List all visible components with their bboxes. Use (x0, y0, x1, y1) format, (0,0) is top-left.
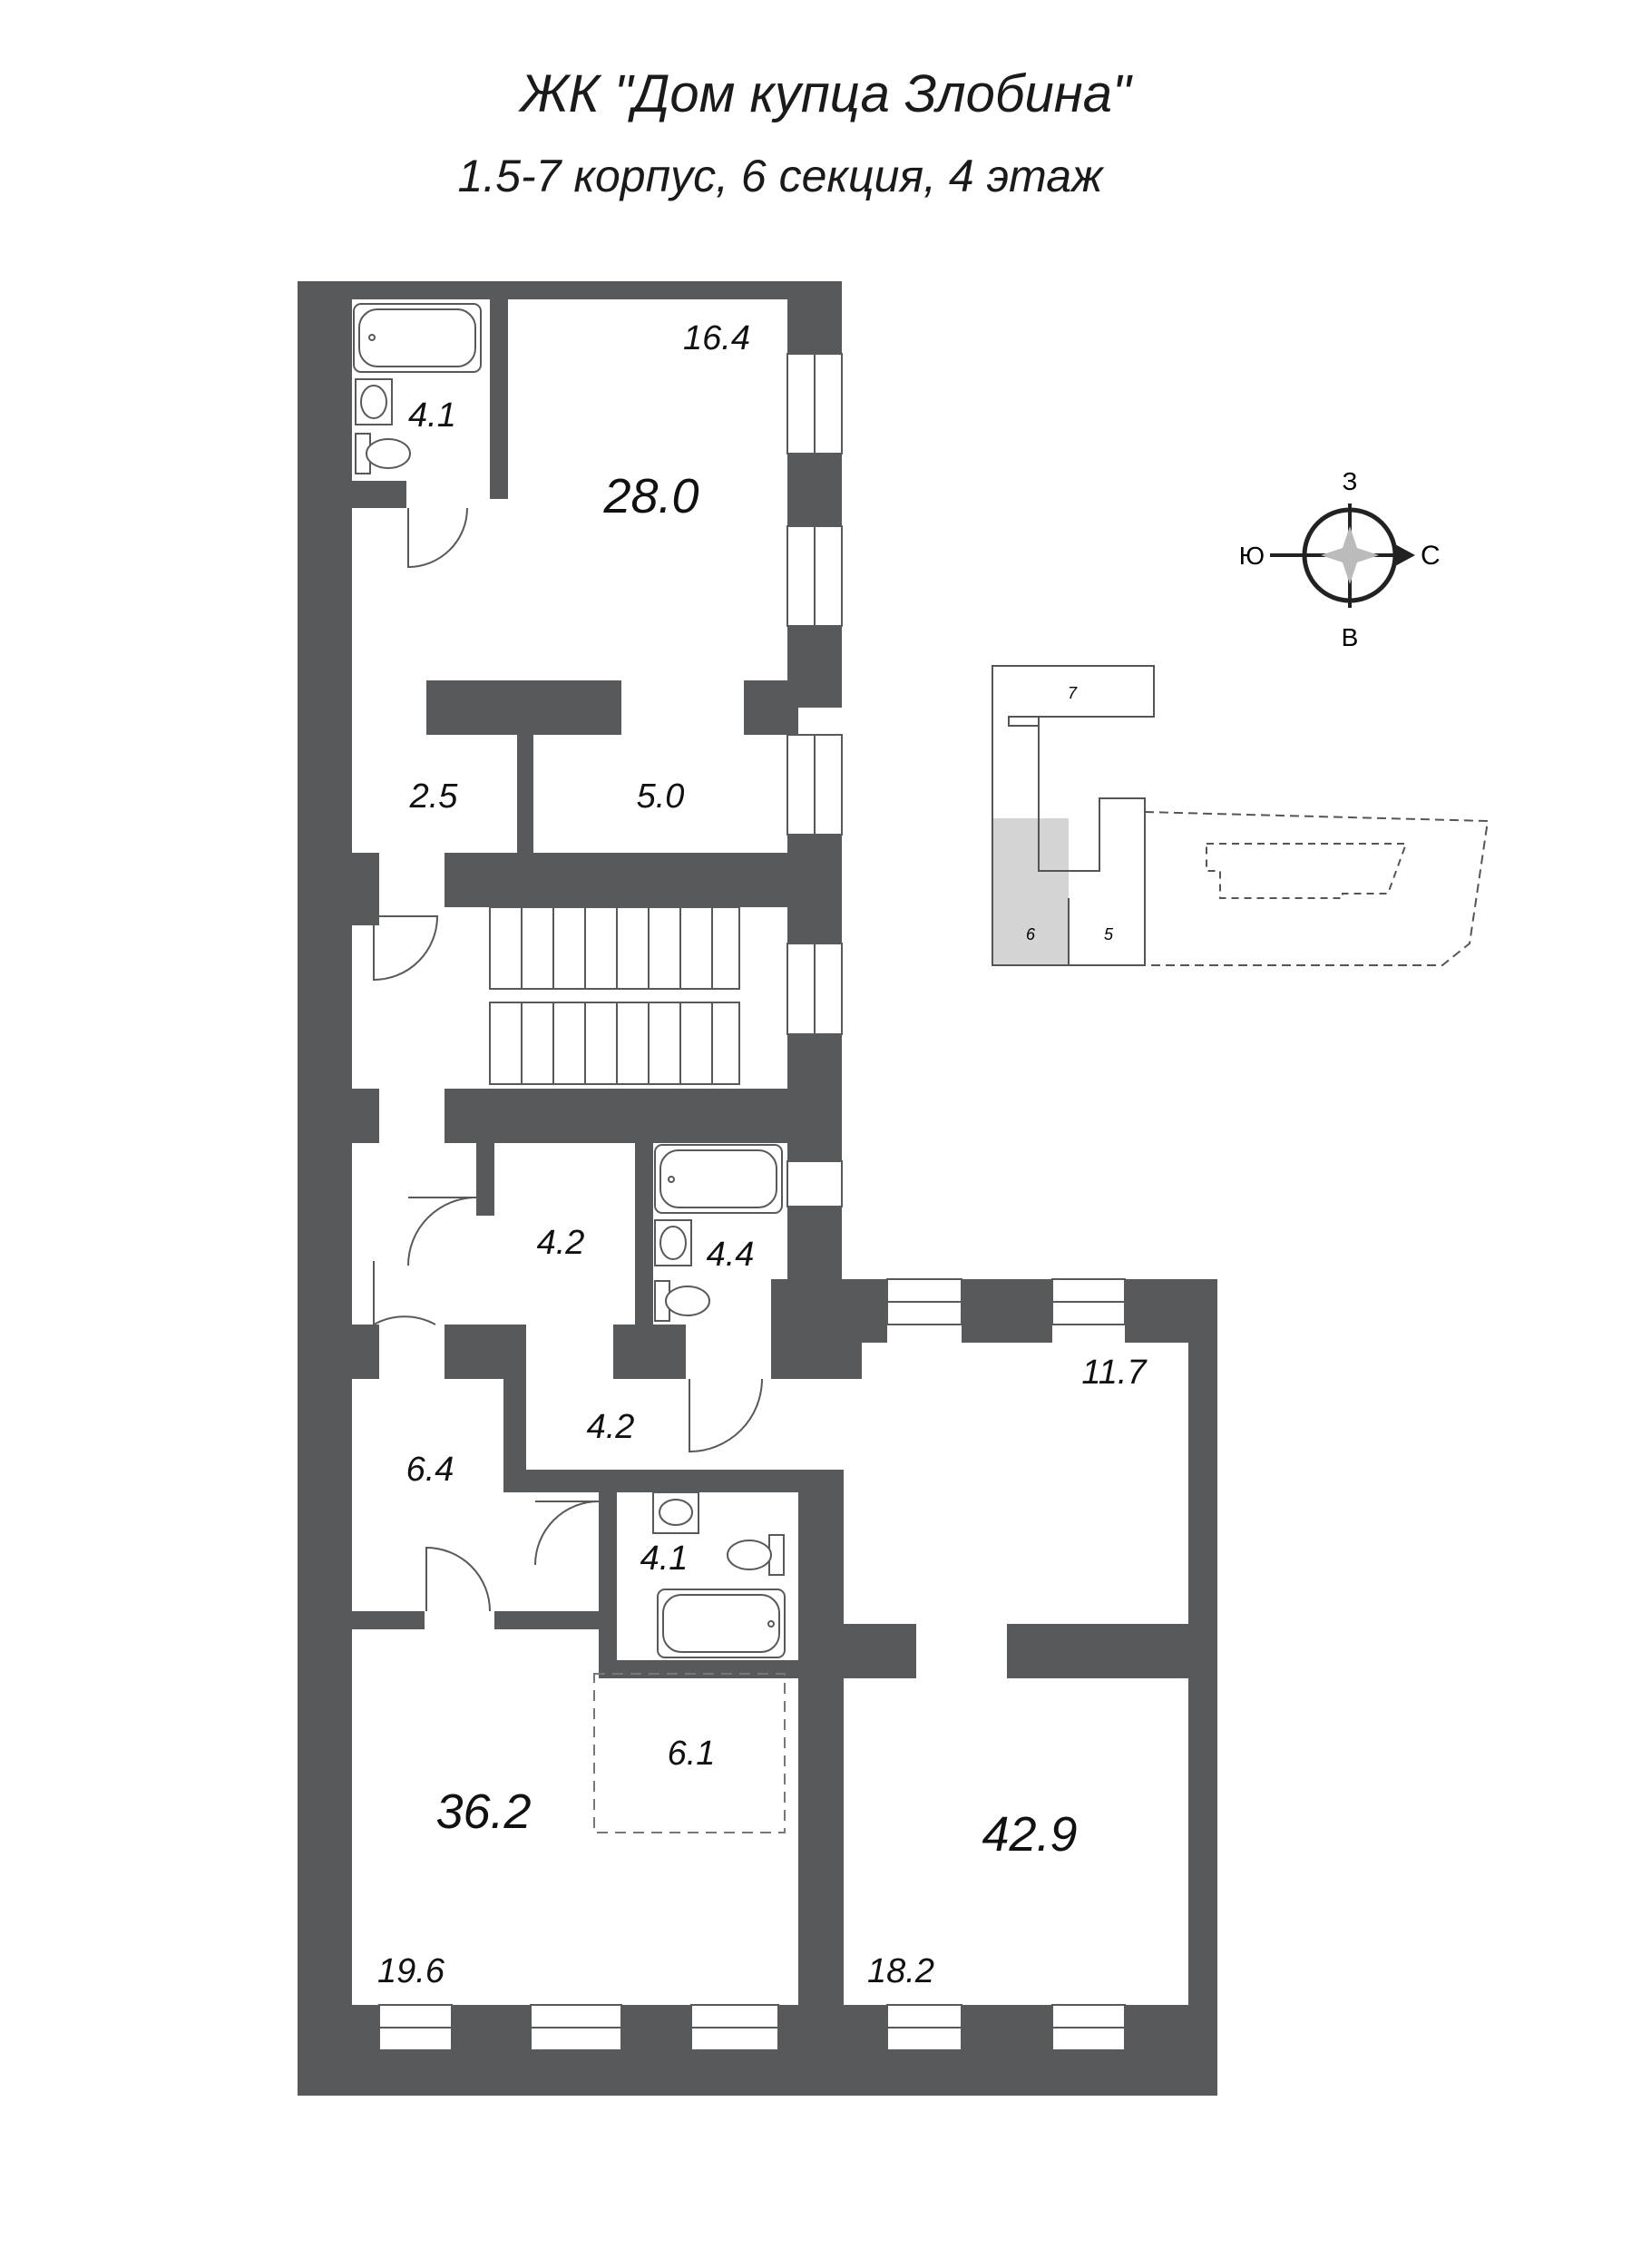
compass-icon: З В Ю С (1239, 467, 1441, 651)
room-area: 2.5 (409, 777, 459, 816)
key-plan-section-5: 5 (1104, 925, 1114, 943)
fixtures (353, 303, 786, 1658)
compass-north: З (1343, 467, 1358, 495)
room-area: 4.1 (640, 1540, 689, 1578)
key-plan: 7 6 5 (992, 665, 1490, 966)
room-area: 18.2 (867, 1952, 934, 1990)
room-area: 11.7 (1081, 1354, 1148, 1392)
key-plan-section-6: 6 (1026, 925, 1036, 943)
window-lines (379, 354, 1125, 2028)
room-area: 4.4 (707, 1236, 755, 1274)
room-area: 16.4 (683, 319, 750, 357)
room-area: 5.0 (637, 777, 685, 816)
staircase (489, 906, 740, 1085)
key-plan-section-7: 7 (1068, 684, 1078, 702)
room-area: 4.1 (408, 396, 456, 435)
doors (373, 507, 763, 1612)
compass-west: Ю (1239, 542, 1265, 570)
room-area: 19.6 (377, 1952, 445, 1990)
compass-south: В (1342, 623, 1359, 651)
building-location: 1.5-7 корпус, 6 секция, 4 этаж (457, 151, 1103, 201)
complex-title: ЖК "Дом купца Злобина" (520, 64, 1131, 123)
key-plan-section-highlight (992, 818, 1069, 965)
room-area: 28.0 (602, 469, 698, 523)
room-area: 36.2 (435, 1784, 531, 1839)
room-area: 4.2 (537, 1224, 585, 1262)
dashed-niche (593, 1673, 786, 1833)
room-area: 42.9 (982, 1807, 1077, 1862)
room-area: 6.4 (406, 1451, 454, 1489)
compass-east: С (1421, 541, 1441, 571)
room-area: 6.1 (668, 1735, 716, 1773)
room-area: 4.2 (587, 1408, 635, 1446)
